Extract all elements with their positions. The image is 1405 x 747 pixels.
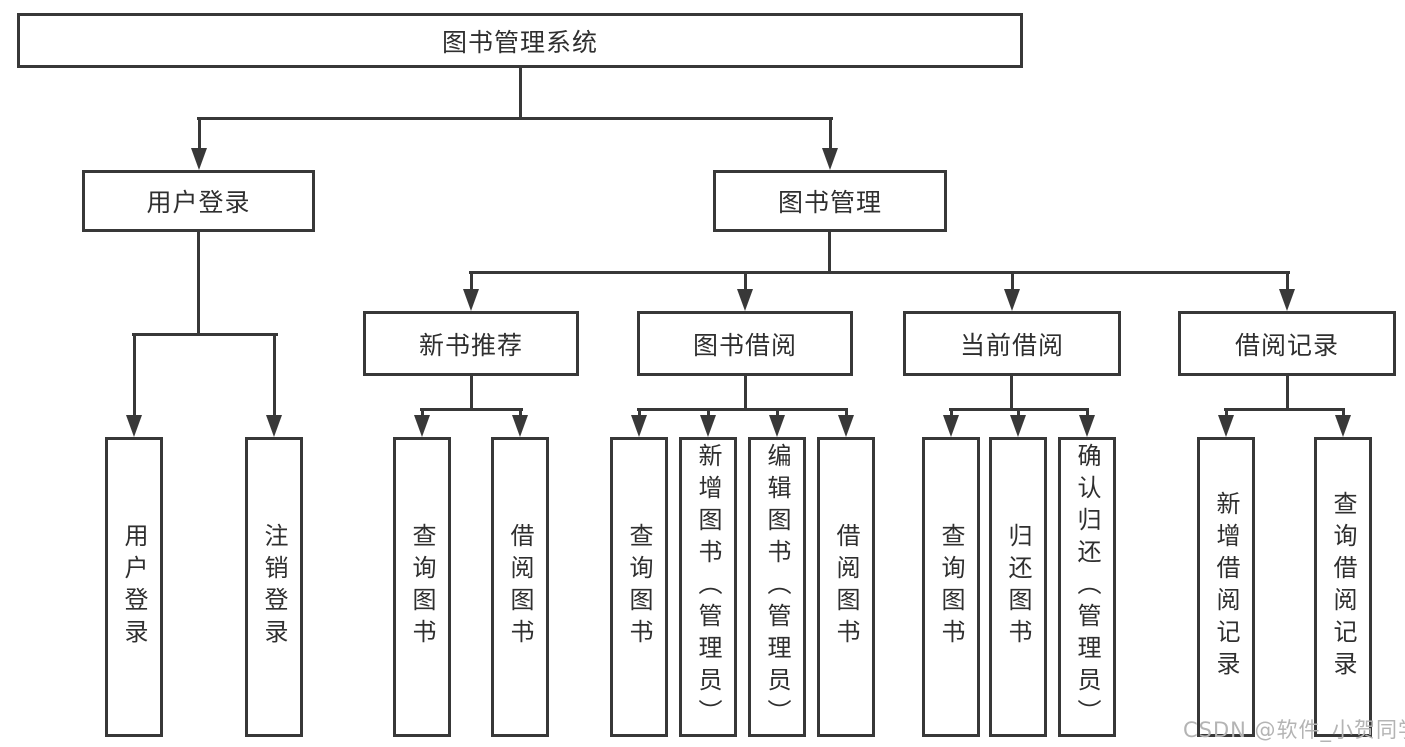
arrow-down-icon bbox=[838, 415, 854, 437]
leaf-label: 注销登录 bbox=[260, 523, 288, 651]
arrow-down-icon bbox=[512, 415, 528, 437]
arrow-down-icon bbox=[191, 148, 207, 170]
leaf-label: 查询图书 bbox=[625, 523, 653, 651]
node-new-book-recommend: 新书推荐 bbox=[363, 311, 579, 376]
connector-vline bbox=[1342, 408, 1345, 420]
connector-vline bbox=[1286, 374, 1289, 411]
connector-vline bbox=[470, 271, 473, 293]
connector-vline bbox=[470, 374, 473, 411]
connector-vline bbox=[829, 117, 832, 151]
connector-vline bbox=[133, 333, 136, 418]
leaf-label: 查询图书 bbox=[408, 523, 436, 651]
arrow-down-icon bbox=[737, 289, 753, 311]
node-user-login: 用户登录 bbox=[82, 170, 315, 232]
leaf-user-login: 用户登录 bbox=[105, 437, 163, 737]
connector-vline bbox=[1017, 408, 1020, 420]
leaf-label: 确认归还（管理员） bbox=[1073, 443, 1101, 731]
arrow-down-icon bbox=[700, 415, 716, 437]
leaf-label: 查询图书 bbox=[937, 523, 965, 651]
arrow-down-icon bbox=[769, 415, 785, 437]
leaf-borrow-query-book: 查询图书 bbox=[610, 437, 668, 737]
leaf-label: 借阅图书 bbox=[506, 523, 534, 651]
connector-vline bbox=[707, 408, 710, 420]
leaf-current-query-book: 查询图书 bbox=[922, 437, 980, 737]
arrow-down-icon bbox=[463, 289, 479, 311]
leaf-label: 编辑图书（管理员） bbox=[763, 443, 791, 731]
node-book-management: 图书管理 bbox=[713, 170, 947, 232]
arrow-down-icon bbox=[1218, 415, 1234, 437]
connector-vline bbox=[197, 230, 200, 336]
arrow-down-icon bbox=[266, 415, 282, 437]
connector-vline bbox=[1286, 271, 1289, 293]
arrow-down-icon bbox=[943, 415, 959, 437]
connector-hline bbox=[469, 271, 1290, 274]
connector-vline bbox=[845, 408, 848, 420]
leaf-add-book-admin: 新增图书（管理员） bbox=[679, 437, 737, 737]
connector-hline bbox=[637, 408, 848, 411]
connector-vline bbox=[198, 117, 201, 151]
connector-vline bbox=[1011, 271, 1014, 293]
leaf-query-borrow-record: 查询借阅记录 bbox=[1314, 437, 1372, 737]
leaf-confirm-return-admin: 确认归还（管理员） bbox=[1058, 437, 1116, 737]
arrow-down-icon bbox=[822, 148, 838, 170]
connector-vline bbox=[828, 230, 831, 274]
leaf-recommend-borrow-book: 借阅图书 bbox=[491, 437, 549, 737]
connector-vline bbox=[1010, 374, 1013, 411]
connector-vline bbox=[519, 408, 522, 420]
leaf-label: 查询借阅记录 bbox=[1329, 491, 1357, 683]
connector-vline bbox=[519, 66, 522, 120]
node-root: 图书管理系统 bbox=[17, 13, 1023, 68]
connector-hline bbox=[1224, 408, 1345, 411]
watermark: CSDN @软件_小贺同学 bbox=[1183, 718, 1405, 742]
arrow-down-icon bbox=[1079, 415, 1095, 437]
arrow-down-icon bbox=[631, 415, 647, 437]
leaf-return-book: 归还图书 bbox=[989, 437, 1047, 737]
connector-vline bbox=[1086, 408, 1089, 420]
leaf-borrow-book: 借阅图书 bbox=[817, 437, 875, 737]
connector-vline bbox=[638, 408, 641, 420]
node-book-borrow: 图书借阅 bbox=[637, 311, 853, 376]
leaf-label: 新增借阅记录 bbox=[1212, 491, 1240, 683]
connector-vline bbox=[273, 333, 276, 418]
arrow-down-icon bbox=[126, 415, 142, 437]
connector-vline bbox=[950, 408, 953, 420]
leaf-label: 新增图书（管理员） bbox=[694, 443, 722, 731]
connector-hline bbox=[197, 117, 833, 120]
node-borrow-record: 借阅记录 bbox=[1178, 311, 1396, 376]
leaf-logout: 注销登录 bbox=[245, 437, 303, 737]
arrow-down-icon bbox=[1335, 415, 1351, 437]
connector-hline bbox=[132, 333, 278, 336]
arrow-down-icon bbox=[1010, 415, 1026, 437]
connector-vline bbox=[421, 408, 424, 420]
leaf-label: 借阅图书 bbox=[832, 523, 860, 651]
leaf-edit-book-admin: 编辑图书（管理员） bbox=[748, 437, 806, 737]
leaf-add-borrow-record: 新增借阅记录 bbox=[1197, 437, 1255, 737]
connector-vline bbox=[776, 408, 779, 420]
arrow-down-icon bbox=[1279, 289, 1295, 311]
arrow-down-icon bbox=[414, 415, 430, 437]
leaf-recommend-query-book: 查询图书 bbox=[393, 437, 451, 737]
connector-vline bbox=[744, 271, 747, 293]
leaf-label: 用户登录 bbox=[120, 523, 148, 651]
connector-vline bbox=[744, 374, 747, 411]
node-current-borrow: 当前借阅 bbox=[903, 311, 1121, 376]
leaf-label: 归还图书 bbox=[1004, 523, 1032, 651]
connector-vline bbox=[1225, 408, 1228, 420]
arrow-down-icon bbox=[1004, 289, 1020, 311]
